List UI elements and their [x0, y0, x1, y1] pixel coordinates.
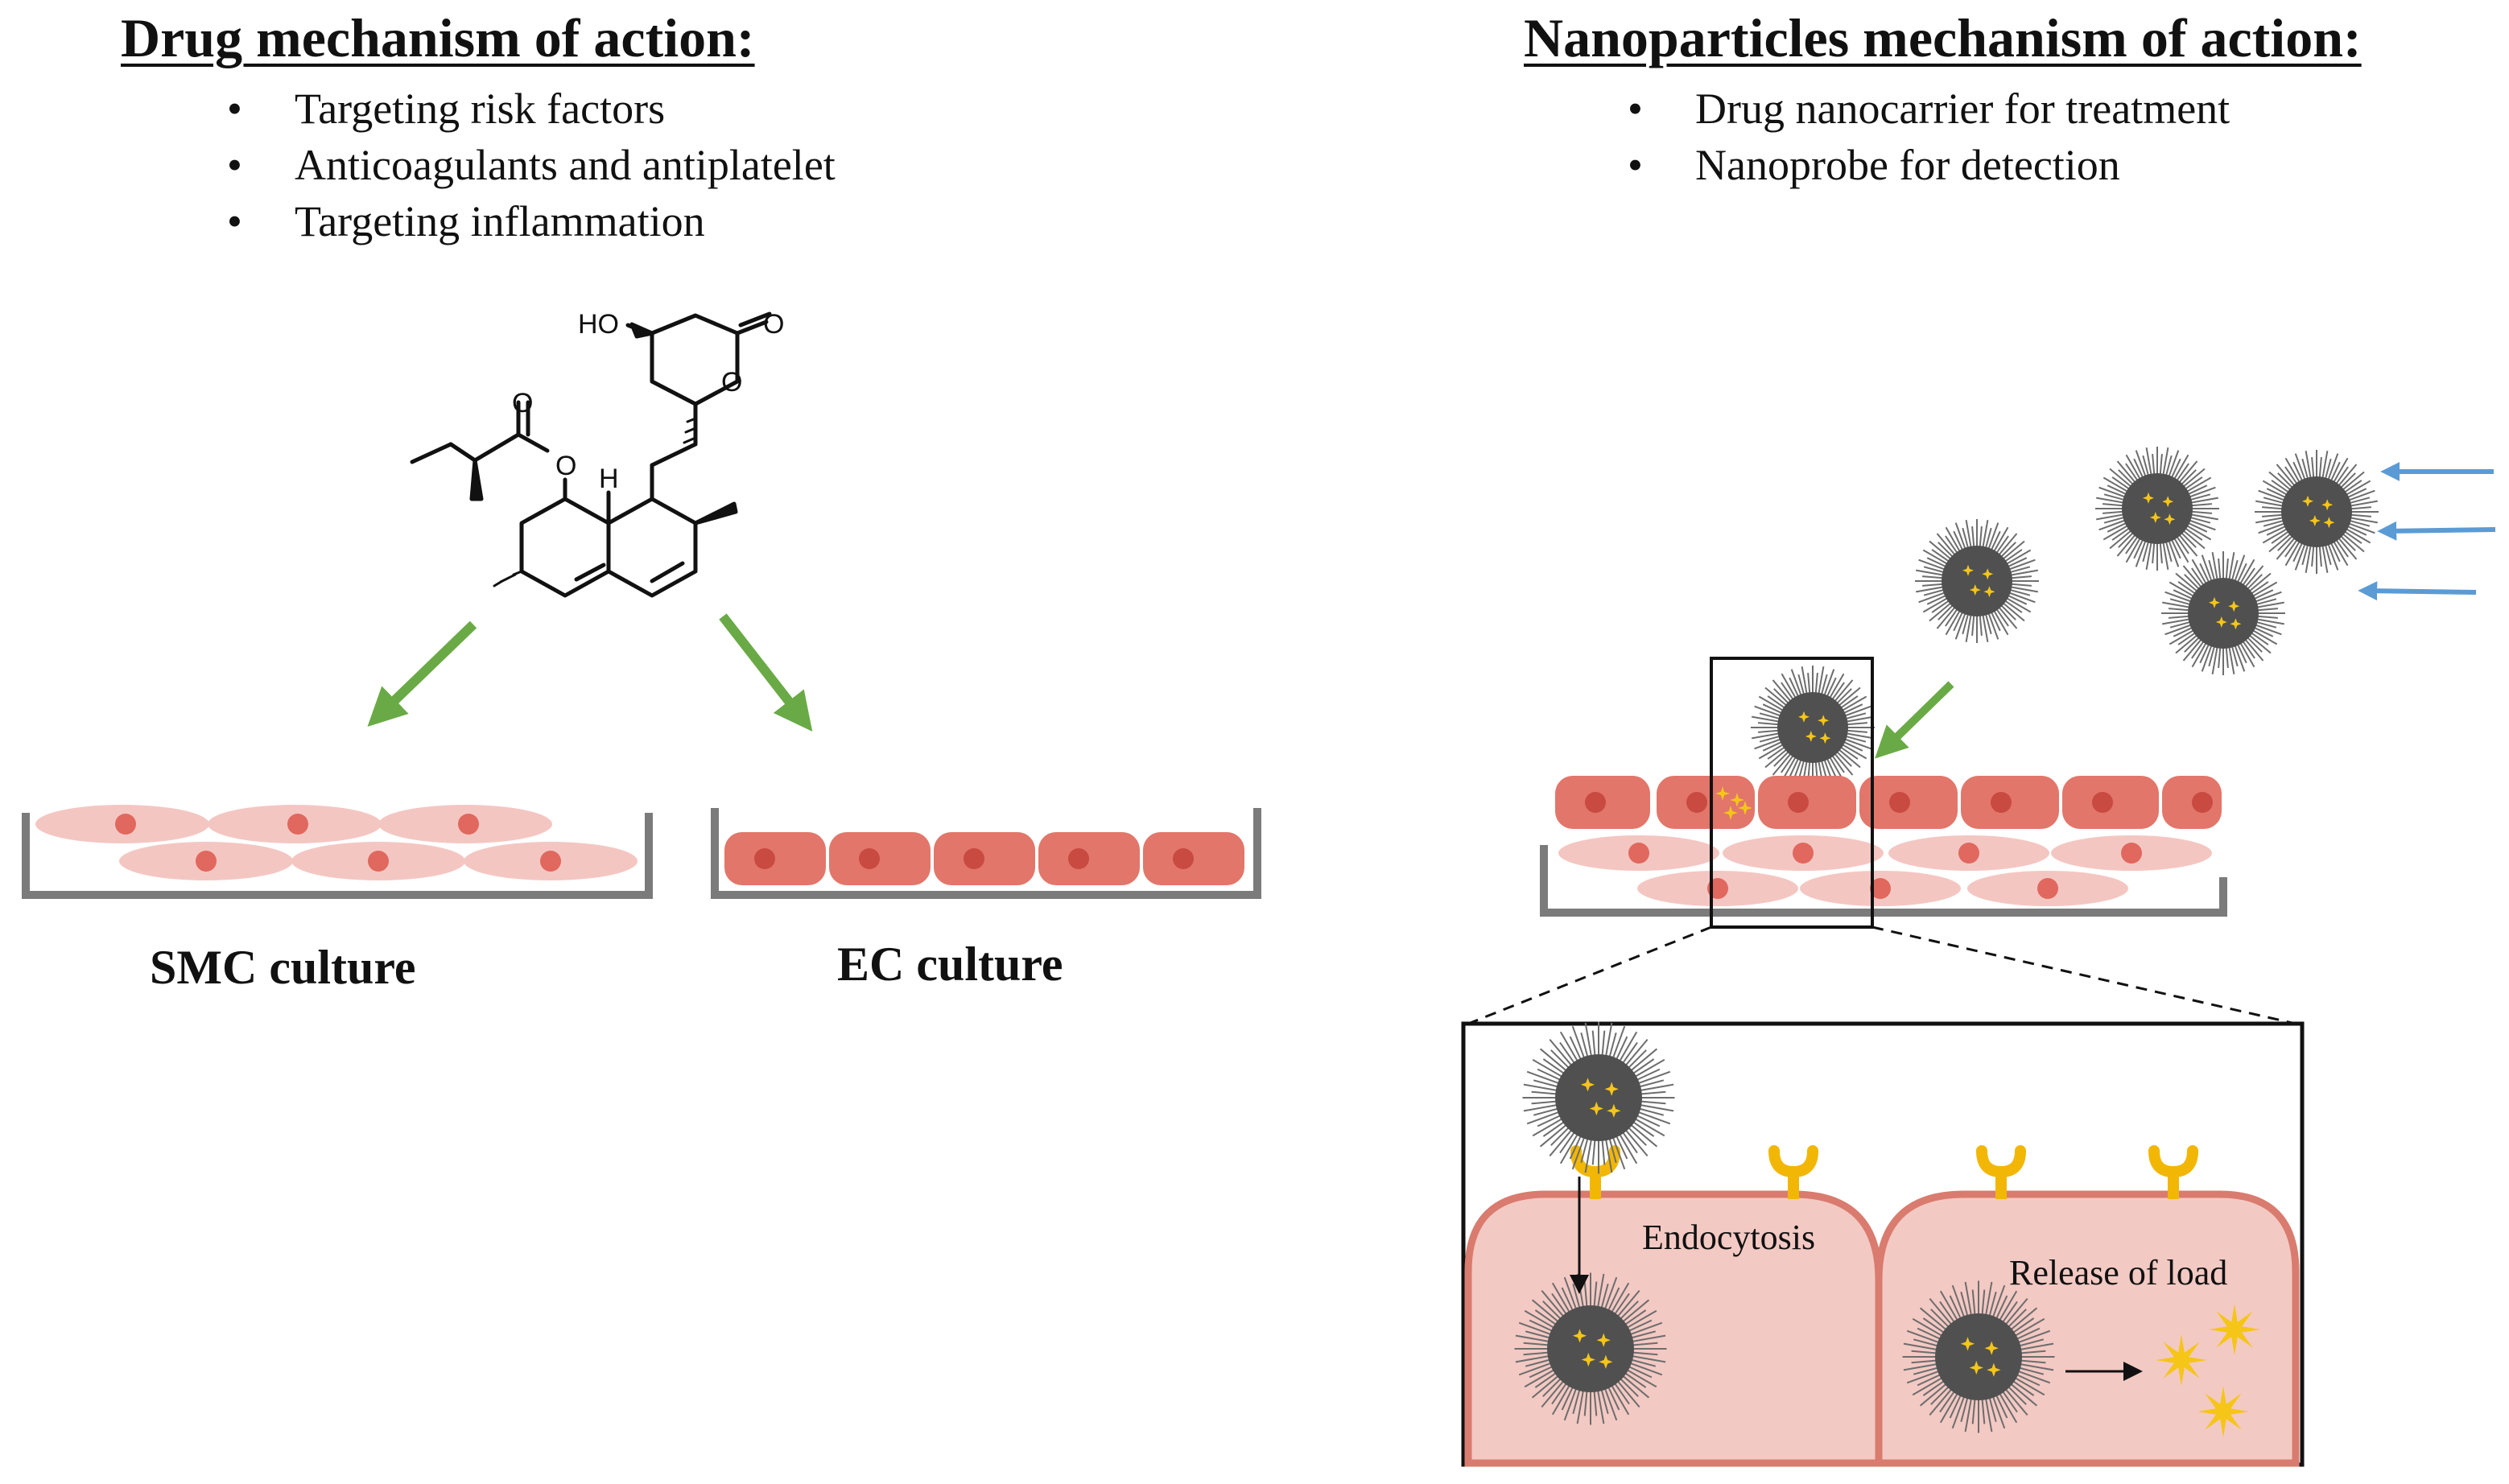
- smooth-muscle-cell: [1967, 871, 2128, 906]
- drug-mechanism-heading: Drug mechanism of action:: [121, 7, 755, 68]
- statin-molecule: [410, 311, 772, 598]
- bullet-dot: •: [1628, 141, 1643, 189]
- bullet-dot: •: [227, 85, 242, 133]
- nanoparticle: [2255, 450, 2379, 574]
- bullet-item: • Nanoprobe for detection: [1628, 137, 2230, 193]
- surface-receptor: [1976, 1145, 2026, 1199]
- bullet-text: Targeting inflammation: [295, 197, 705, 245]
- smooth-muscle-cell: [291, 842, 465, 880]
- endothelial-cell: [2162, 776, 2222, 829]
- nanoparticle: [1902, 1280, 2055, 1433]
- zoom-line-right: [1871, 925, 2296, 1025]
- internalized-drug: [1715, 786, 1752, 820]
- smc-culture-dish: [22, 805, 653, 899]
- ring-o-label: O: [721, 367, 742, 398]
- bullet-dot: •: [227, 141, 242, 189]
- zoom-line-left: [1467, 925, 1712, 1025]
- vessel-wall-culture: [1540, 776, 2227, 917]
- bullet-item: • Targeting inflammation: [227, 193, 836, 249]
- bullet-text: Anticoagulants and antiplatelet: [295, 141, 836, 189]
- smooth-muscle-cell: [35, 805, 209, 843]
- smooth-muscle-cell: [1888, 835, 2049, 871]
- endothelial-cell: [1143, 832, 1244, 885]
- ho-label: HO: [578, 309, 619, 340]
- ester-carbonyl-o-label: O: [512, 388, 533, 418]
- endothelial-cell: [1758, 776, 1856, 829]
- bullet-item: • Anticoagulants and antiplatelet: [227, 137, 836, 193]
- smc-culture-caption: SMC culture: [150, 941, 416, 994]
- smooth-muscle-cell: [2051, 835, 2212, 871]
- smooth-muscle-cell: [1558, 835, 1719, 871]
- released-drug-star: [2197, 1386, 2249, 1437]
- molecule-atom-labels: HO O O O O H: [512, 309, 784, 494]
- smooth-muscle-cell: [208, 805, 382, 843]
- surface-receptor: [1570, 1145, 1620, 1199]
- bullet-item: • Drug nanocarrier for treatment: [1628, 80, 2230, 137]
- nanoparticles-mechanism-heading: Nanoparticles mechanism of action:: [1524, 7, 2362, 68]
- h-label: H: [599, 464, 619, 494]
- released-drug-star: [2209, 1304, 2260, 1355]
- endothelial-cell: [2062, 776, 2159, 829]
- ec-culture-dish: [711, 808, 1261, 899]
- bullet-text: Nanoprobe for detection: [1695, 141, 2120, 189]
- release-label: Release of load: [2009, 1253, 2227, 1292]
- nanoparticle: [1751, 666, 1875, 789]
- smooth-muscle-cell: [1637, 871, 1798, 906]
- endothelial-cell: [934, 832, 1035, 885]
- arrow-to-ec: [719, 613, 813, 732]
- flow-arrow-2: [2377, 521, 2496, 541]
- endothelial-cell: [1657, 776, 1755, 829]
- drug-mechanism-list: • Targeting risk factors • Anticoagulants a…: [227, 80, 836, 249]
- surface-receptor: [1768, 1145, 1818, 1199]
- carbonyl-o-label: O: [763, 309, 784, 340]
- released-drug-star: [2156, 1334, 2207, 1386]
- surface-receptor: [2148, 1145, 2198, 1199]
- smooth-muscle-cell: [464, 842, 638, 880]
- flow-arrow-3: [2358, 581, 2477, 601]
- nanoparticle: [1915, 519, 2039, 643]
- nanoparticle: [2095, 447, 2219, 571]
- smooth-muscle-cell: [1723, 835, 1884, 871]
- endothelial-cell: [724, 832, 826, 885]
- bullet-text: Drug nanocarrier for treatment: [1695, 85, 2230, 133]
- bullet-item: • Targeting risk factors: [227, 80, 836, 137]
- bullet-dot: •: [1628, 85, 1643, 133]
- smooth-muscle-cell: [119, 842, 293, 880]
- endocytosis-inset: Endocytosis Release of load: [1461, 1021, 2305, 1467]
- nanoparticle: [1522, 1021, 1675, 1174]
- endocytosis-label: Endocytosis: [1642, 1218, 1815, 1257]
- endothelial-cell: [1961, 776, 2059, 829]
- ester-o-label: O: [555, 451, 576, 481]
- endothelial-cell: [1859, 776, 1958, 829]
- arrow-to-smc: [367, 620, 477, 728]
- endothelial-cell: [1555, 776, 1650, 829]
- nanoparticle: [1514, 1272, 1667, 1425]
- smooth-muscle-cell: [378, 805, 552, 843]
- endothelial-cell: [1038, 832, 1140, 885]
- zoom-selection-box: [1710, 657, 1874, 929]
- arrow-to-endothelium: [1875, 681, 1954, 759]
- bullet-text: Targeting risk factors: [295, 85, 666, 133]
- nanoparticles-mechanism-list: • Drug nanocarrier for treatment • Nanoprob…: [1628, 80, 2230, 193]
- smooth-muscle-cell: [1800, 871, 1961, 906]
- nanoparticle: [2161, 551, 2285, 675]
- ec-culture-caption: EC culture: [837, 938, 1063, 991]
- bullet-dot: •: [227, 197, 242, 245]
- endothelial-cell: [829, 832, 931, 885]
